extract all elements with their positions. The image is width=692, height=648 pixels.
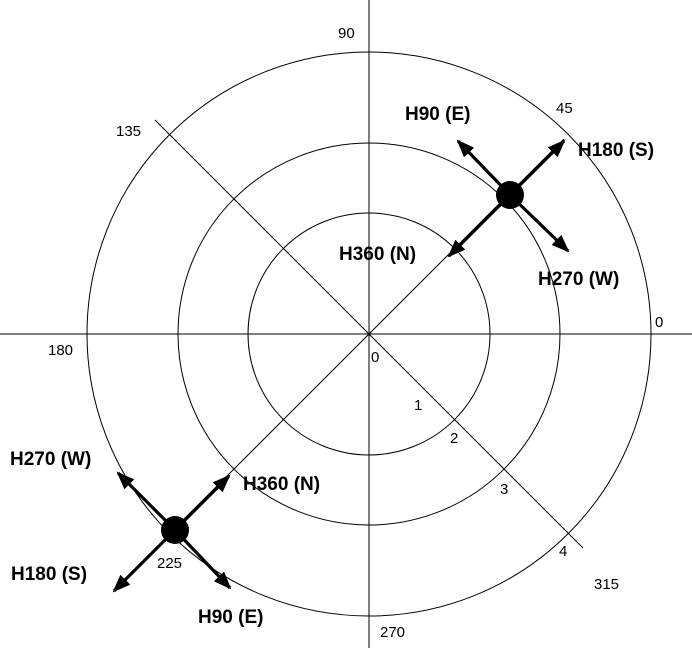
radius-label-3: 3 bbox=[500, 481, 508, 498]
upper-vehicle-dot bbox=[496, 181, 524, 209]
angle-label-90: 90 bbox=[338, 25, 355, 42]
angle-label-270: 270 bbox=[380, 624, 405, 641]
radius-label-2: 2 bbox=[450, 430, 458, 447]
lower-label-south: H180 (S) bbox=[11, 564, 87, 585]
radius-label-4: 4 bbox=[559, 543, 567, 560]
vehicle-lower bbox=[112, 471, 232, 593]
upper-label-east: H90 (E) bbox=[405, 104, 470, 125]
upper-heading-north-arrow bbox=[447, 193, 512, 258]
radius-label-1: 1 bbox=[414, 397, 422, 414]
lower-label-east: H90 (E) bbox=[198, 607, 263, 628]
upper-label-west: H270 (W) bbox=[538, 269, 619, 290]
angle-label-135: 135 bbox=[116, 123, 141, 140]
angle-label-180: 180 bbox=[48, 342, 73, 359]
lower-vehicle-dot bbox=[161, 516, 189, 544]
angle-label-45: 45 bbox=[556, 100, 573, 117]
angle-label-225: 225 bbox=[157, 555, 182, 572]
angle-label-315: 315 bbox=[594, 576, 619, 593]
lower-heading-south-arrow bbox=[112, 528, 177, 593]
vehicle-upper bbox=[447, 139, 570, 258]
radius-label-0: 0 bbox=[371, 349, 379, 366]
angle-label-0: 0 bbox=[655, 314, 663, 331]
lower-label-north: H360 (N) bbox=[243, 474, 320, 495]
upper-label-south: H180 (S) bbox=[578, 140, 654, 161]
upper-label-north: H360 (N) bbox=[339, 244, 416, 265]
lower-label-west: H270 (W) bbox=[10, 449, 91, 470]
